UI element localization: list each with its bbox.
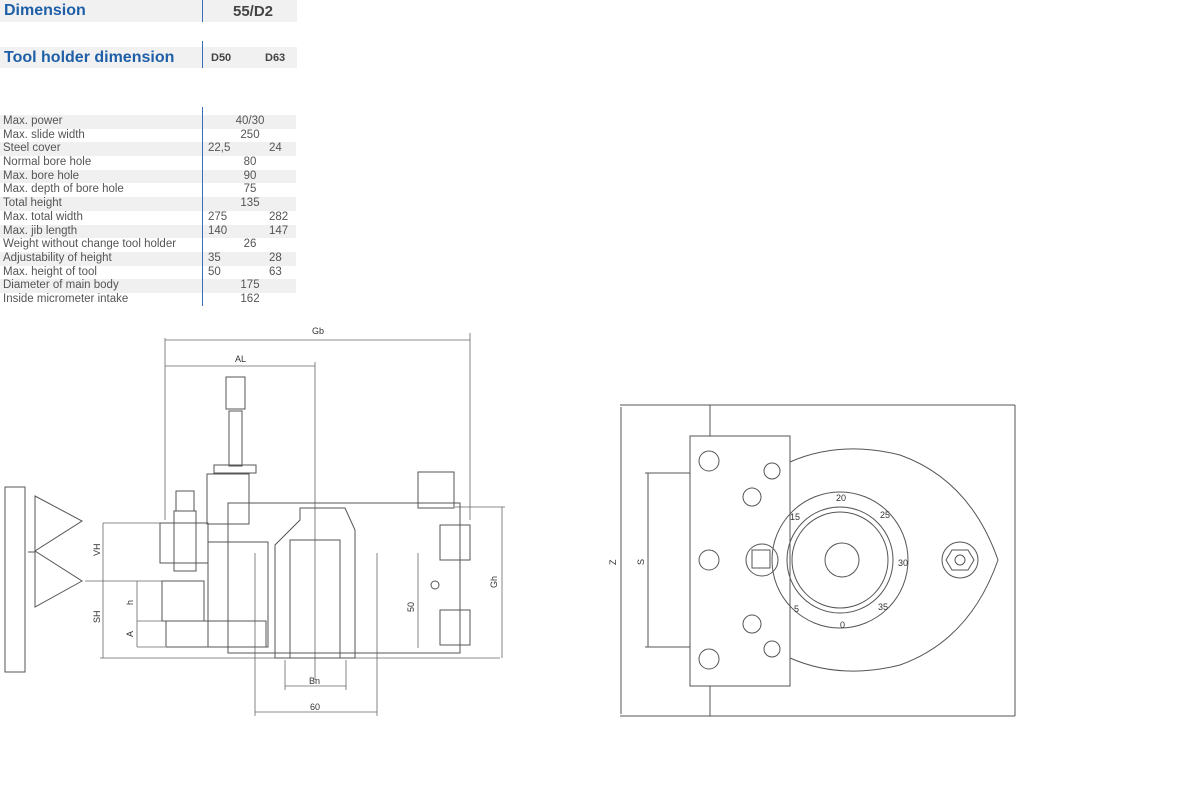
dial-0: 0: [840, 620, 845, 630]
tool-post-body: [159, 376, 471, 659]
spec-row: Steel cover 22,5 24: [0, 142, 296, 157]
spec-value-d63: 282: [269, 210, 289, 223]
col-d63: D63: [265, 52, 286, 64]
divider: [202, 0, 203, 22]
spec-value: 80: [243, 156, 257, 169]
clamp-plate: [4, 486, 26, 673]
spec-value: 90: [243, 169, 257, 182]
spec-row: Normal bore hole 80: [0, 156, 296, 170]
spec-value-d63: 24: [269, 142, 282, 155]
spec-label: Max. depth of bore hole: [3, 183, 124, 196]
spec-label: Normal bore hole: [3, 156, 92, 169]
spec-value-d50: 140: [208, 224, 228, 237]
dial-25: 25: [880, 510, 890, 520]
label-60: 60: [310, 702, 320, 712]
spec-row: Max. total width 275 282: [0, 211, 296, 225]
spec-value: 40/30: [235, 115, 265, 127]
label-z: Z: [608, 559, 618, 565]
spec-label: Max. jib length: [3, 224, 78, 237]
spec-value-d50: 50: [208, 265, 221, 278]
tool-holder-label: Tool holder dimension: [4, 49, 175, 66]
label-sh: SH: [92, 610, 102, 623]
spec-value: 135: [240, 197, 260, 210]
dial-20: 20: [836, 493, 846, 503]
spec-label: Max. total width: [3, 210, 83, 223]
dimension-value: 55/D2: [232, 3, 274, 20]
spec-row: Diameter of main body 175: [0, 279, 296, 293]
spec-label: Max. height of tool: [3, 265, 97, 278]
spec-row: Adjustability of height 35 28: [0, 251, 296, 266]
spec-value: 75: [243, 183, 257, 196]
label-vh: VH: [92, 543, 102, 556]
spec-row: Max. depth of bore hole 75: [0, 183, 296, 197]
top-view-labels: Z S 20 15 25 30 5 35 0: [608, 493, 908, 630]
label-s: S: [636, 559, 646, 565]
spec-label: Max. power: [3, 115, 63, 127]
dial-30: 30: [898, 558, 908, 568]
spec-value-d50: 35: [208, 251, 221, 264]
dial-35: 35: [878, 602, 888, 612]
label-a: A: [125, 631, 135, 637]
spec-label: Weight without change tool holder: [3, 238, 177, 251]
spec-value: 26: [243, 238, 257, 251]
divider: [202, 107, 203, 306]
col-d50: D50: [211, 52, 232, 64]
spec-label: Max. slide width: [3, 128, 85, 141]
spec-label: Adjustability of height: [3, 251, 112, 264]
spec-row: Weight without change tool holder 26: [0, 238, 296, 252]
label-50: 50: [406, 602, 416, 612]
dimension-label: Dimension: [4, 2, 86, 19]
spec-value-d63: 147: [269, 224, 289, 237]
divider: [202, 41, 203, 68]
spec-row: Inside micrometer intake 162: [0, 293, 296, 307]
dimension-header: Dimension 55/D2: [0, 0, 297, 22]
spec-label: Max. bore hole: [3, 169, 80, 182]
label-gh: Gh: [489, 576, 499, 588]
spec-label: Diameter of main body: [3, 279, 119, 292]
spec-value: 250: [240, 128, 260, 141]
spec-row: Max. height of tool 50 63: [0, 266, 296, 280]
dial-15: 15: [790, 512, 800, 522]
spec-value: 175: [240, 279, 260, 292]
tool-tips: [28, 495, 83, 608]
top-view-drawing: [620, 404, 1016, 717]
spec-row: Max. slide width 250: [0, 129, 296, 143]
spec-row: Max. jib length 140 147: [0, 224, 296, 239]
spec-value-d50: 275: [208, 210, 228, 223]
spec-row: Total height 135: [0, 197, 296, 211]
label-h: h: [125, 600, 135, 605]
side-view-labels: Gb AL VH SH h A Gh 50 Bn 60: [92, 326, 499, 712]
spec-row: Max. bore hole 90: [0, 169, 296, 184]
spec-value: 162: [240, 292, 260, 305]
spec-value-d63: 63: [269, 265, 282, 278]
spec-row: Max. power 40/30: [0, 115, 296, 129]
spec-value-d63: 28: [269, 251, 282, 264]
label-bn: Bn: [309, 676, 320, 686]
label-gb: Gb: [312, 326, 324, 336]
label-al: AL: [235, 354, 246, 364]
dial-5: 5: [794, 604, 799, 614]
tool-holder-header: Tool holder dimension D50 D63: [0, 47, 297, 68]
spec-value-d50: 22,5: [208, 142, 231, 155]
spec-label: Inside micrometer intake: [3, 292, 129, 305]
dimension-lines: [85, 333, 505, 716]
spec-label: Steel cover: [3, 142, 61, 155]
spec-label: Total height: [3, 197, 62, 210]
